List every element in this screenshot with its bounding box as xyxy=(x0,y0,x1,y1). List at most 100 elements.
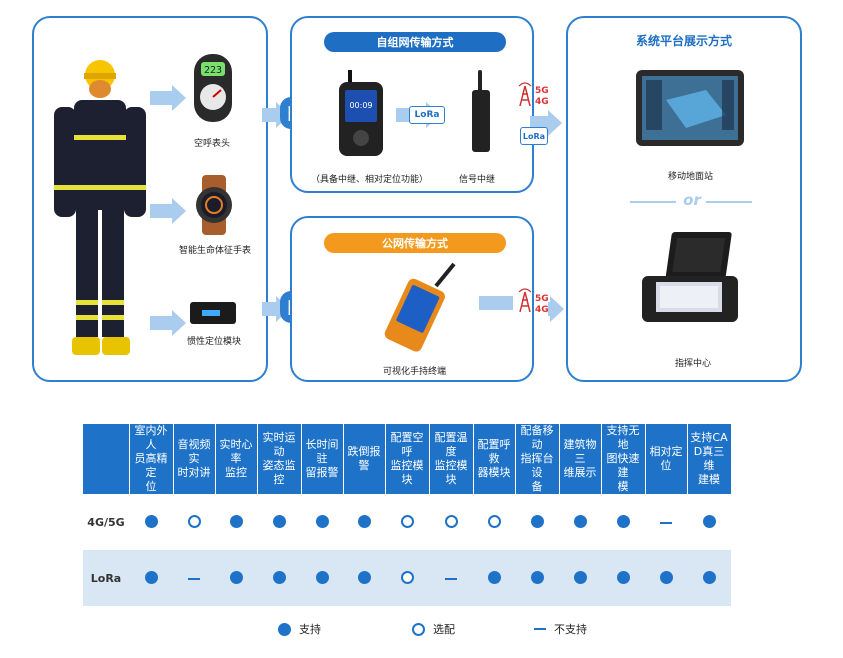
column-header: 配置空呼监控模块 xyxy=(385,424,430,494)
support-dot-icon xyxy=(357,570,371,584)
arrow-right-icon xyxy=(479,296,513,310)
table-row: LoRa xyxy=(83,550,731,606)
table-cell xyxy=(301,494,343,550)
support-dot-icon xyxy=(144,514,158,528)
column-header: 室内外人员高精定位 xyxy=(129,424,174,494)
table-cell xyxy=(129,494,173,550)
optional-ring-icon xyxy=(412,622,425,636)
support-dot-icon xyxy=(702,514,716,528)
table-row: 4G/5G xyxy=(83,494,731,550)
table-cell xyxy=(385,494,429,550)
support-dot-icon xyxy=(573,570,587,584)
support-dot-icon xyxy=(616,514,630,528)
table-header-row: 室内外人员高精定位音视频实时对讲实时心率监控实时运动姿态监控长时间驻留报警跌倒报… xyxy=(83,424,732,494)
legend-not-support-text: 不支持 xyxy=(554,623,587,636)
inertial-module-icon xyxy=(190,302,236,324)
not-support-dash-icon xyxy=(534,628,546,630)
support-dot-icon xyxy=(315,514,329,528)
support-dot-icon xyxy=(573,514,587,528)
optional-ring-icon xyxy=(444,514,458,528)
lora-badge: LoRa xyxy=(409,106,445,124)
table-cell xyxy=(385,550,429,606)
lora-badge: LoRa xyxy=(520,127,548,145)
arrow-right-icon xyxy=(530,110,562,136)
not-support-dash-icon xyxy=(188,578,200,580)
table-cell xyxy=(173,550,215,606)
table-cell xyxy=(645,494,687,550)
column-header: 建筑物三维展示 xyxy=(559,424,602,494)
table-cell xyxy=(473,550,515,606)
command-center-label: 指挥中心 xyxy=(675,359,712,369)
arrow-right-icon xyxy=(548,296,564,322)
arrow-right-icon xyxy=(150,310,186,336)
smartwatch-icon xyxy=(196,175,232,235)
command-case-icon xyxy=(642,232,738,322)
table-cell xyxy=(601,494,645,550)
table-corner-cell xyxy=(83,424,130,494)
support-dot-icon xyxy=(315,570,329,584)
table-cell xyxy=(429,550,473,606)
table-cell xyxy=(559,494,601,550)
table-cell xyxy=(429,494,473,550)
column-header: 实时心率监控 xyxy=(215,424,258,494)
legend-optional-text: 选配 xyxy=(433,623,455,636)
gauge-device-icon: 223 xyxy=(194,54,232,122)
tablet-map-icon xyxy=(636,70,744,146)
support-dot-icon xyxy=(659,570,673,584)
column-header: 相对定位 xyxy=(645,424,688,494)
optional-ring-icon xyxy=(487,514,501,528)
signal-tower-icon xyxy=(518,288,532,312)
support-dot-icon xyxy=(229,570,243,584)
mesh-radio-icon: 00:09 xyxy=(339,70,383,156)
table-cell xyxy=(473,494,515,550)
legend-support-text: 支持 xyxy=(299,623,321,636)
support-dot-icon xyxy=(357,514,371,528)
table-cell xyxy=(515,550,559,606)
table-cell xyxy=(301,550,343,606)
or-text: or xyxy=(683,191,701,209)
column-header: 支持无地图快速建模 xyxy=(601,424,646,494)
support-dot-icon xyxy=(144,570,158,584)
signal-tower-icon xyxy=(518,82,532,106)
support-dot-icon xyxy=(616,570,630,584)
table-cell xyxy=(601,550,645,606)
table-cell xyxy=(257,550,301,606)
platform-title: 系统平台展示方式 xyxy=(635,34,732,48)
column-header: 配置温度监控模块 xyxy=(429,424,474,494)
column-header: 长时间驻留报警 xyxy=(301,424,344,494)
smartwatch-label: 智能生命体征手表 xyxy=(179,246,252,256)
table-cell xyxy=(687,494,731,550)
handheld-terminal-icon xyxy=(384,262,456,352)
mesh-radio-label: （具备中继、相对定位功能） xyxy=(311,175,429,185)
support-dot-icon xyxy=(530,514,544,528)
column-header: 配备移动指挥台设备 xyxy=(515,424,560,494)
arrow-right-icon xyxy=(150,198,186,224)
legend-not-support: 不支持 xyxy=(534,621,587,637)
divider-line xyxy=(630,201,676,203)
support-dot-icon xyxy=(278,622,291,636)
support-dot-icon xyxy=(530,570,544,584)
table-cell xyxy=(173,494,215,550)
legend-support: 支持 xyxy=(278,621,321,637)
column-header: 跌倒报警 xyxy=(343,424,386,494)
optional-ring-icon xyxy=(400,570,414,584)
table-cell xyxy=(559,550,601,606)
not-support-dash-icon xyxy=(660,522,672,524)
handheld-terminal-label: 可视化手持终端 xyxy=(383,367,447,377)
table-cell xyxy=(515,494,559,550)
optional-ring-icon xyxy=(187,514,201,528)
column-header: 音视频实时对讲 xyxy=(173,424,216,494)
signal-relay-icon xyxy=(472,70,490,152)
legend-optional: 选配 xyxy=(412,621,455,637)
gauge-label: 空呼表头 xyxy=(194,139,231,149)
support-dot-icon xyxy=(702,570,716,584)
not-support-dash-icon xyxy=(445,578,457,580)
inertial-module-label: 惯性定位模块 xyxy=(187,337,242,347)
public-network-title: 公网传输方式 xyxy=(324,233,506,253)
support-dot-icon xyxy=(487,570,501,584)
table-cell xyxy=(215,494,257,550)
row-label: LoRa xyxy=(83,550,129,606)
table-cell xyxy=(343,494,385,550)
